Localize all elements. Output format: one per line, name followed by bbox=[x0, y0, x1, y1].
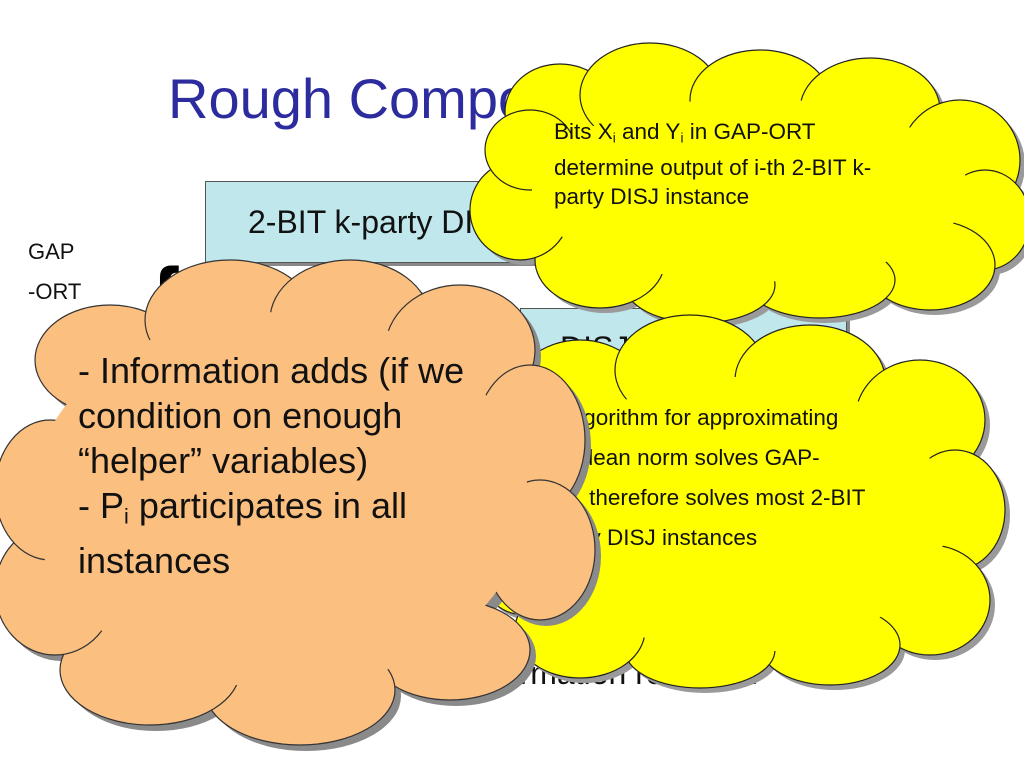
callout-top-text: Bits Xi and Yi in GAP-ORT determine outp… bbox=[554, 117, 899, 212]
dash-marker: - bbox=[38, 360, 46, 385]
callout-top-part3: in GAP-ORT determine output of i-th 2-BI… bbox=[554, 119, 872, 210]
curly-brace: { bbox=[150, 251, 181, 339]
callout-orange-text: - Information adds (if we condition on e… bbox=[78, 348, 478, 583]
callout-bottom-text: An algorithm for approximating Euclidean… bbox=[532, 405, 866, 550]
gap-label-line1: GAP bbox=[28, 239, 75, 264]
disj-box-second-label: DISJ instance bbox=[560, 330, 758, 366]
gap-ort-label: GAP -ORT bbox=[28, 232, 81, 312]
callout-top-part1: Bits X bbox=[554, 119, 613, 144]
callout-top-sub1: i bbox=[612, 130, 616, 146]
callout-orange-line1: - Information adds (if we condition on e… bbox=[78, 350, 465, 481]
callout-top-part2: and Y bbox=[615, 119, 681, 144]
callout-orange-line2b: participates in all instances bbox=[78, 485, 407, 582]
callout-orange-line2: - Pi participates in all instances bbox=[78, 483, 478, 583]
gap-label-line2: -ORT bbox=[28, 279, 82, 304]
callout-orange-line2a: - P bbox=[78, 485, 125, 526]
disj-box-top-label: 2-BIT k-party DISJ bbox=[248, 204, 511, 240]
callout-orange-line2-sub: i bbox=[124, 503, 129, 529]
bottom-caption: information revealed bbox=[468, 655, 758, 691]
callout-top-sub2: i bbox=[680, 130, 684, 146]
